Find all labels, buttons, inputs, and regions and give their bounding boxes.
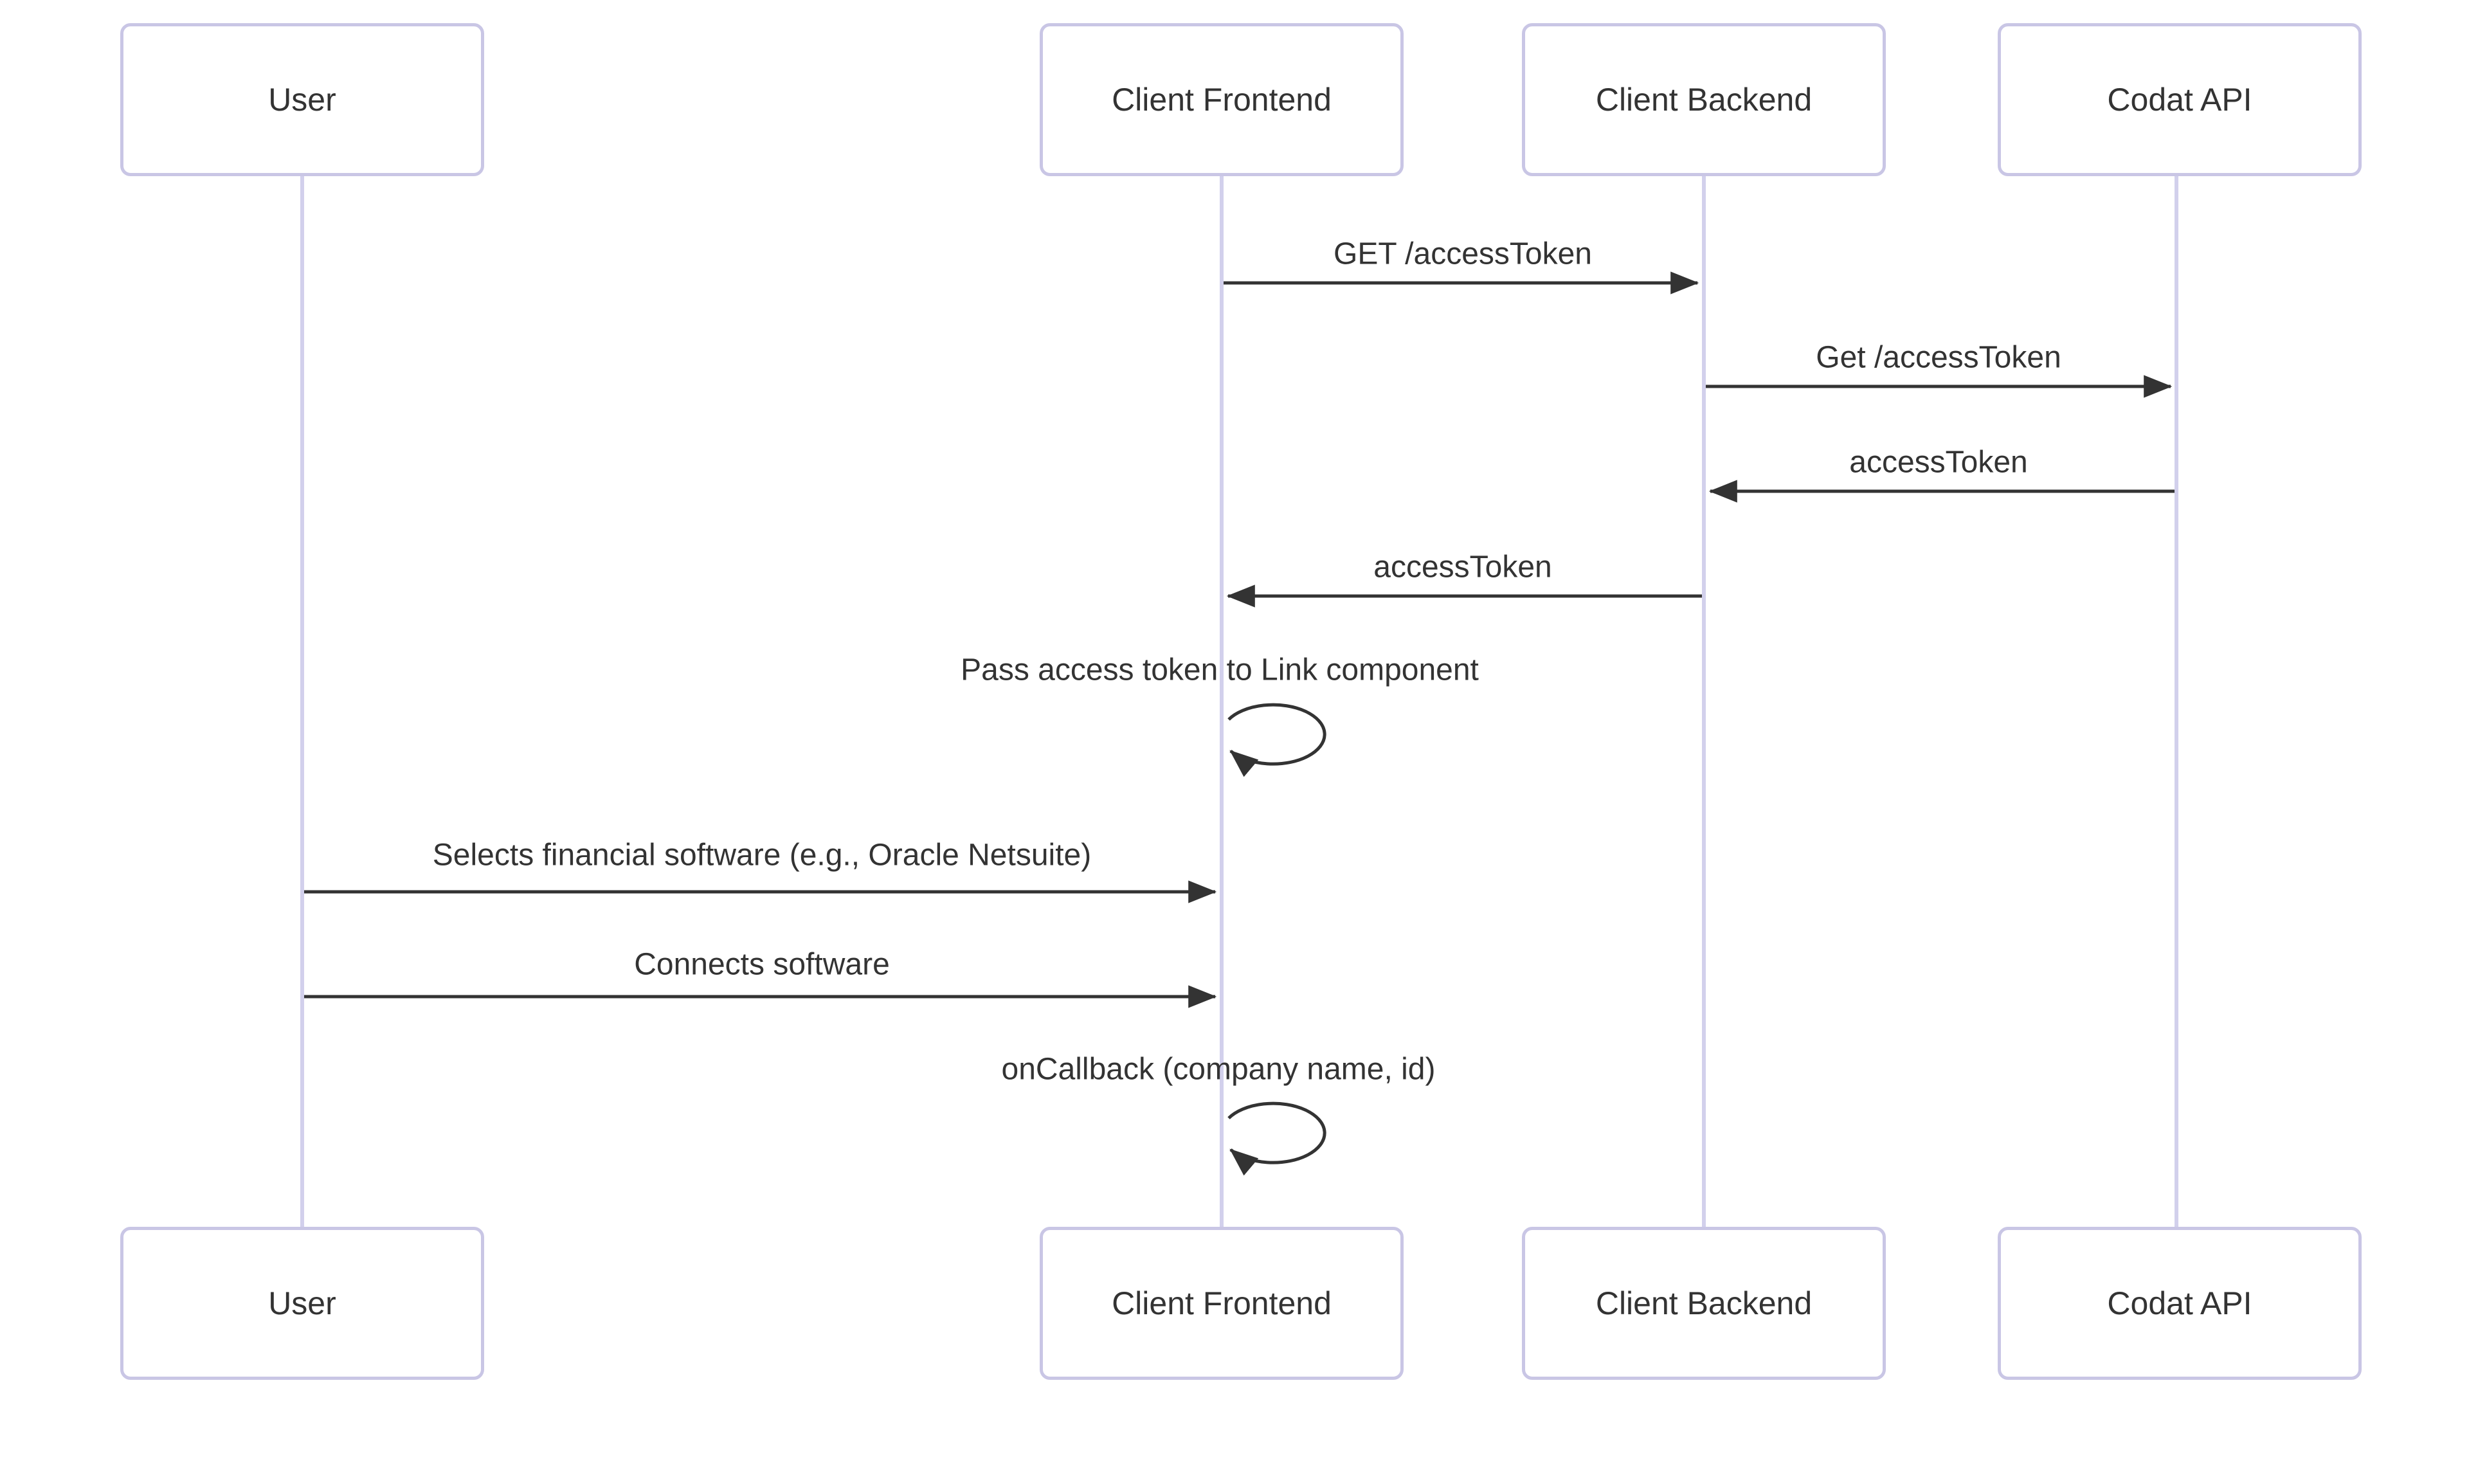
message-label-accesstoken-to-frontend: accessToken xyxy=(1373,550,1552,584)
actor-box-user-top: User xyxy=(120,23,484,176)
message-label-oncallback: onCallback (company name, id) xyxy=(1001,1052,1436,1087)
actor-label: Client Frontend xyxy=(1112,1285,1332,1321)
self-loop-oncallback xyxy=(1227,1101,1326,1176)
actor-label: Codat API xyxy=(2107,82,2252,118)
message-label-get-accesstoken: GET /accessToken xyxy=(1334,237,1592,271)
actor-label: Codat API xyxy=(2107,1285,2252,1321)
actor-box-client-backend-top: Client Backend xyxy=(1522,23,1886,176)
message-label-selects-software: Selects financial software (e.g., Oracle… xyxy=(432,838,1092,873)
actor-box-client-frontend-top: Client Frontend xyxy=(1040,23,1404,176)
actor-box-codat-api-top: Codat API xyxy=(1998,23,2362,176)
message-label-connects-software: Connects software xyxy=(634,947,890,982)
message-label-get-accesstoken-codat: Get /accessToken xyxy=(1816,340,2061,375)
actor-box-client-frontend-bottom: Client Frontend xyxy=(1040,1227,1404,1380)
actor-label: Client Frontend xyxy=(1112,82,1332,118)
actor-box-user-bottom: User xyxy=(120,1227,484,1380)
actor-label: Client Backend xyxy=(1595,82,1813,118)
actor-box-codat-api-bottom: Codat API xyxy=(1998,1227,2362,1380)
message-label-accesstoken-to-backend: accessToken xyxy=(1849,445,2028,480)
actor-box-client-backend-bottom: Client Backend xyxy=(1522,1227,1886,1380)
actor-label: Client Backend xyxy=(1595,1285,1813,1321)
actor-label: User xyxy=(268,1285,336,1321)
self-loop-pass-access-token xyxy=(1227,703,1326,777)
actor-label: User xyxy=(268,82,336,118)
message-label-pass-access-token: Pass access token to Link component xyxy=(961,653,1479,687)
